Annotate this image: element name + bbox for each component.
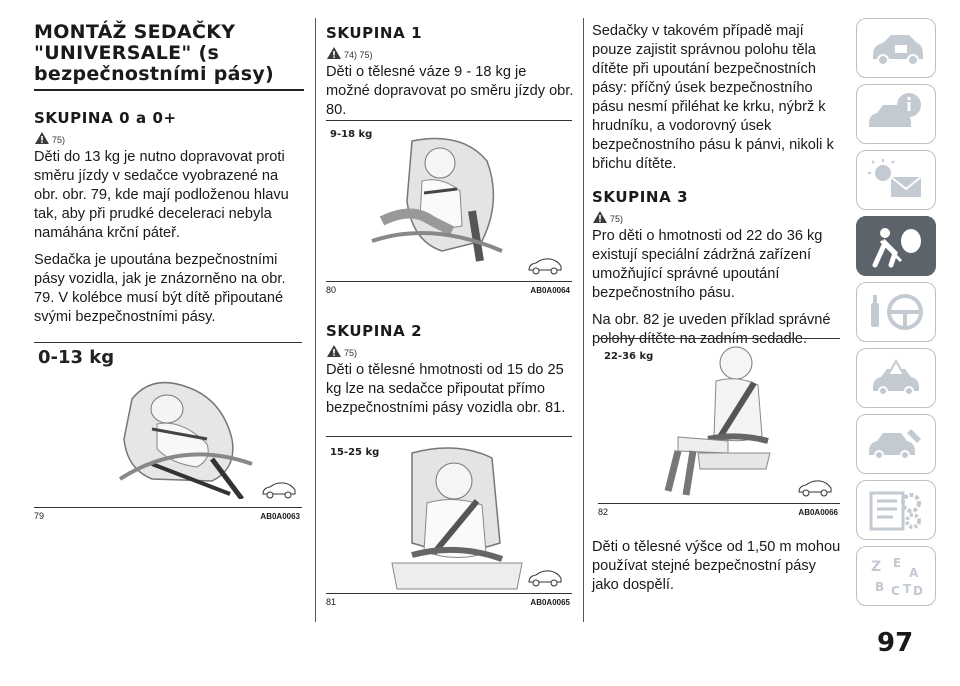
- car-orientation-icon: [528, 570, 562, 587]
- airbag-safety-icon: [872, 228, 921, 268]
- page-number: 97: [877, 628, 914, 658]
- key-steering-icon: [871, 294, 923, 330]
- figure-80-code: AB0A0064: [530, 286, 570, 295]
- tab-specifications[interactable]: [856, 480, 936, 540]
- warning-ref-number: 75): [344, 348, 358, 358]
- warning-triangle-icon: [327, 345, 341, 357]
- column-2: SKUPINA 1 74) 75) Děti o tělesné váze 9 …: [326, 0, 574, 120]
- group-2-heading: SKUPINA 2: [326, 322, 423, 340]
- figure-79-weight-label: 0-13 kg: [38, 347, 115, 368]
- tab-warning-lights[interactable]: [856, 150, 936, 210]
- svg-text:E: E: [893, 556, 901, 570]
- specs-gear-icon: [869, 491, 921, 531]
- group-3-paragraph-1: Pro děti o hmotnosti od 22 do 36 kg exis…: [592, 228, 823, 301]
- figure-81-weight-label: 15-25 kg: [330, 447, 380, 458]
- warning-lights-icon: [868, 159, 922, 197]
- figure-81-code: AB0A0065: [530, 598, 570, 607]
- infant-carrier-illustration: [118, 381, 253, 499]
- warning-ref-number: 75): [610, 214, 624, 224]
- warning-ref-number: 75): [52, 135, 66, 145]
- warning-triangle-icon: [593, 211, 607, 223]
- figure-79-number: 79: [34, 511, 45, 521]
- figure-81: 15-25 kg 81 AB0A0065: [326, 436, 572, 607]
- tab-emergency[interactable]: [856, 348, 936, 408]
- group-1-heading: SKUPINA 1: [326, 24, 423, 42]
- group-3-heading: SKUPINA 3: [592, 188, 689, 206]
- booster-seat-illustration: [391, 447, 523, 590]
- svg-text:C: C: [891, 584, 900, 598]
- column-1: MONTÁŽ SEDAČKY "UNIVERSALE" (s bezpečnos…: [34, 0, 304, 327]
- tab-starting-driving[interactable]: [856, 282, 936, 342]
- figure-82-code: AB0A0066: [798, 508, 838, 517]
- figure-80-number: 80: [326, 285, 337, 295]
- figure-82-weight-label: 22-36 kg: [604, 351, 654, 362]
- car-orientation-icon: [798, 480, 832, 497]
- figure-79-code: AB0A0063: [260, 512, 300, 521]
- car-maintenance-icon: [869, 429, 921, 460]
- toddler-seat-illustration: [371, 137, 503, 262]
- tab-safety[interactable]: [856, 216, 936, 276]
- warning-ref-number: 74) 75): [344, 50, 373, 60]
- child-belted-illustration: [664, 346, 771, 496]
- tab-info[interactable]: [856, 84, 936, 144]
- group-1-paragraph: Děti o tělesné váze 9 - 18 kg je možné d…: [326, 64, 574, 118]
- group-2-paragraph: Děti o tělesné hmotnosti od 15 do 25 kg …: [326, 362, 566, 416]
- group-0-paragraph-1: Děti do 13 kg je nutno dopravovat proti …: [34, 149, 289, 241]
- warning-triangle-icon: [35, 132, 49, 144]
- car-orientation-icon: [528, 258, 562, 275]
- final-paragraph: Děti o tělesné výšce od 1,50 m mohou pou…: [592, 539, 841, 593]
- column-divider-1: [315, 18, 316, 622]
- svg-text:B: B: [875, 580, 884, 594]
- figure-81-number: 81: [326, 597, 337, 607]
- warning-reference: 75): [34, 131, 304, 145]
- tab-dashboard[interactable]: [856, 18, 936, 78]
- car-info-icon: [869, 93, 921, 127]
- figure-82-number: 82: [598, 507, 609, 517]
- tab-maintenance[interactable]: [856, 414, 936, 474]
- svg-text:Z: Z: [871, 559, 881, 575]
- figure-80: 9-18 kg 80 AB0A0064: [326, 120, 572, 295]
- figure-79: 0-13 kg 79 AB0A0063: [34, 342, 302, 521]
- column-divider-2: [583, 18, 584, 622]
- warning-reference: 75): [592, 210, 842, 224]
- svg-text:T: T: [903, 582, 912, 596]
- figure-80-weight-label: 9-18 kg: [330, 129, 373, 140]
- group-3-paragraph-2: Na obr. 82 je uveden příklad správné pol…: [592, 312, 831, 347]
- warning-reference: 74) 75): [326, 46, 574, 60]
- car-dashboard-icon: [873, 35, 923, 66]
- warning-reference: 75): [326, 344, 574, 358]
- column-3: Sedačky v takovém případě mají pouze zaj…: [592, 0, 842, 349]
- section-title: MONTÁŽ SEDAČKY "UNIVERSALE" (s bezpečnos…: [34, 22, 304, 91]
- column-3-lower: Děti o tělesné výšce od 1,50 m mohou pou…: [592, 538, 842, 595]
- column-2-lower: SKUPINA 2 75) Děti o tělesné hmotnosti o…: [326, 322, 574, 418]
- intro-paragraph: Sedačky v takovém případě mají pouze zaj…: [592, 23, 834, 172]
- warning-triangle-icon: [327, 47, 341, 59]
- svg-text:A: A: [909, 566, 919, 580]
- svg-text:D: D: [913, 584, 923, 598]
- figure-82: 22-36 kg 82 AB0A0066: [598, 338, 840, 517]
- car-emergency-icon: [873, 358, 919, 396]
- car-orientation-icon: [262, 482, 296, 499]
- group-0-heading: SKUPINA 0 a 0+: [34, 109, 177, 127]
- group-0-paragraph-2: Sedačka je upoutána bezpečnostními pásy …: [34, 252, 286, 325]
